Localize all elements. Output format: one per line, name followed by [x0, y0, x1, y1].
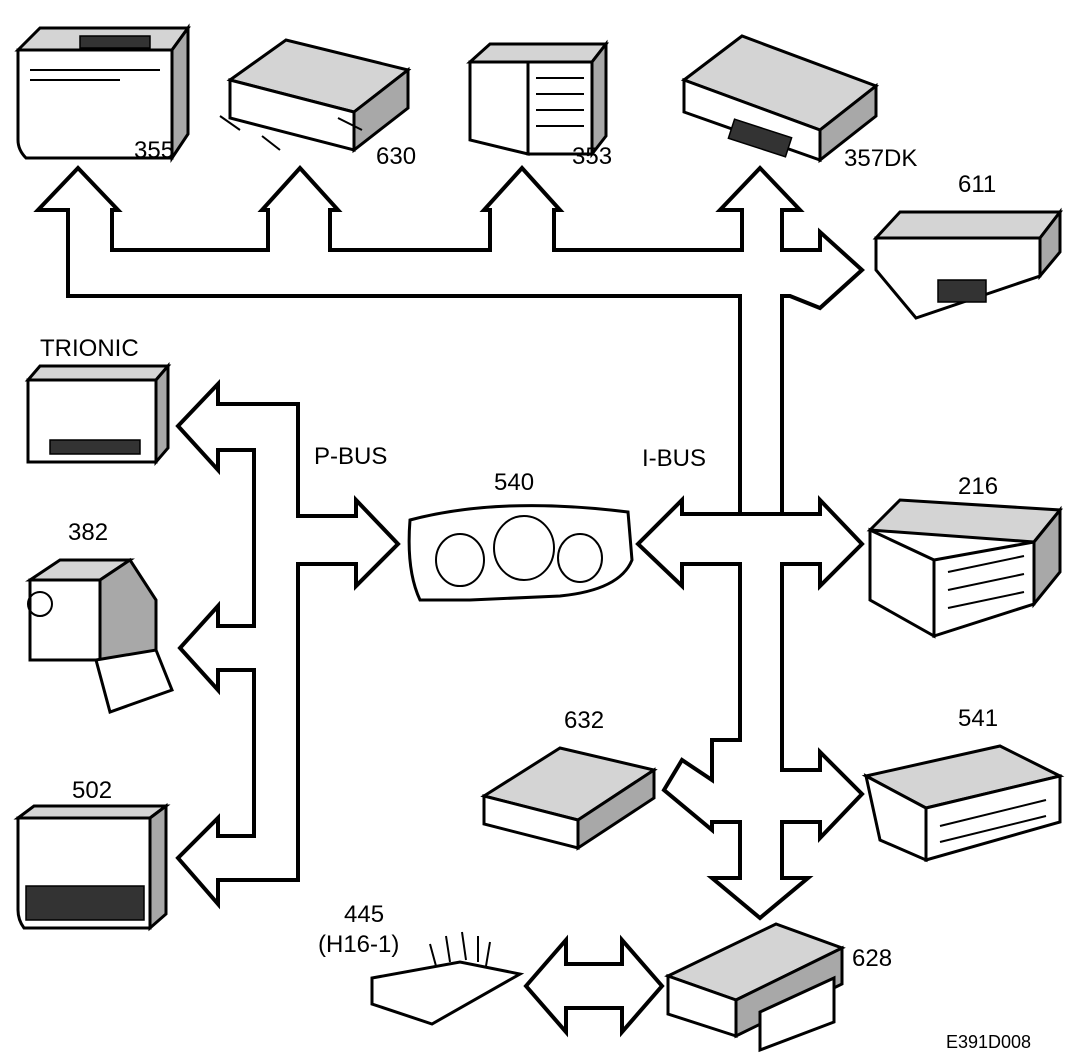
module-445-connector: [370, 931, 525, 1026]
module-216-unit: [866, 498, 1064, 639]
label-632: 632: [564, 707, 604, 734]
label-i-bus: I-BUS: [642, 445, 706, 472]
module-382-unit: [25, 557, 174, 714]
module-355-unit: [14, 23, 191, 163]
module-502-unit: [13, 803, 171, 932]
label-445-sub: (H16-1): [318, 931, 399, 958]
module-611-unit: [872, 207, 1064, 320]
top-bus-arrow: [33, 165, 865, 516]
p-bus-trunk-arrow: [175, 379, 401, 910]
i-bus-trunk-arrow: [635, 495, 865, 921]
label-p-bus: P-BUS: [314, 443, 387, 470]
figure-code: E391D008: [946, 1032, 1031, 1052]
label-611: 611: [958, 171, 996, 198]
label-355: 355: [134, 137, 174, 164]
label-216: 216: [958, 473, 998, 500]
label-502: 502: [72, 777, 112, 804]
module-trionic-unit: [24, 361, 172, 467]
module-353-unit: [466, 39, 610, 159]
label-630: 630: [376, 143, 416, 170]
module-628-unit: [664, 922, 846, 1053]
label-trionic: TRIONIC: [40, 335, 139, 362]
module-630-unit: [219, 38, 412, 154]
label-541: 541: [958, 705, 998, 732]
module-541-unit: [861, 744, 1065, 863]
label-628: 628: [852, 945, 892, 972]
module-632-unit: [480, 746, 658, 851]
label-540: 540: [494, 469, 534, 496]
diag-connector-arrow: [523, 934, 665, 1038]
label-445: 445: [344, 901, 384, 928]
label-382: 382: [68, 519, 108, 546]
module-357dk-unit: [680, 34, 880, 164]
module-540-unit: [407, 504, 634, 602]
label-353: 353: [572, 143, 612, 170]
label-357dk: 357DK: [844, 145, 917, 172]
